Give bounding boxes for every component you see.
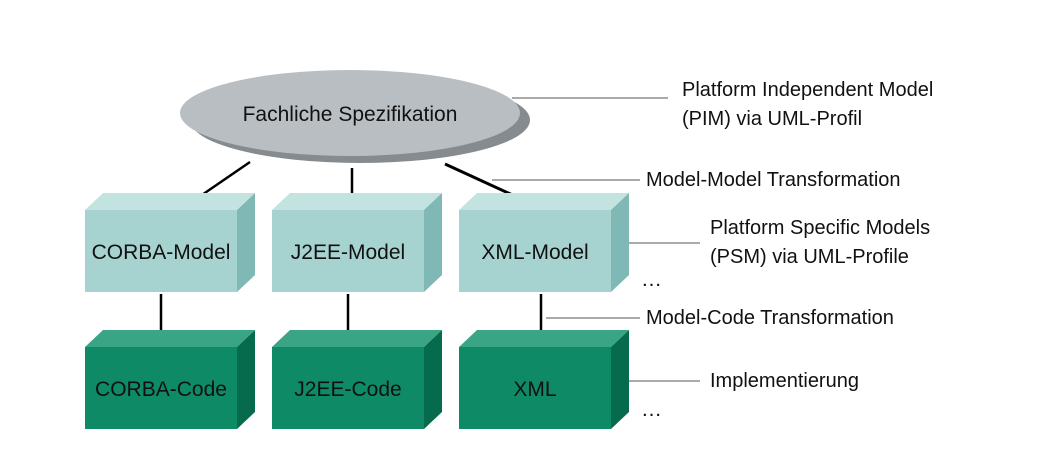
note-psm-line1: Platform Specific Models — [710, 217, 930, 239]
note-implementation: Implementierung — [710, 370, 859, 392]
model-box-xml: XML-Model — [459, 193, 629, 292]
note-model-code: Model-Code Transformation — [646, 307, 894, 329]
note-pim-line2: (PIM) via UML-Profil — [682, 108, 862, 130]
model-box-label: CORBA-Model — [92, 241, 231, 264]
pim-ellipse-body — [180, 70, 520, 156]
model-box-label: J2EE-Model — [291, 241, 405, 264]
model-box-corba: CORBA-Model — [85, 193, 255, 292]
pim-ellipse-label: Fachliche Spezifikation — [243, 103, 458, 126]
code-box-label: J2EE-Code — [294, 378, 401, 401]
model-box-label: XML-Model — [481, 241, 588, 264]
note-model-model: Model-Model Transformation — [646, 169, 901, 191]
pim-ellipse: Fachliche Spezifikation — [180, 70, 530, 163]
code-box-label: CORBA-Code — [95, 378, 227, 401]
note-pim-line1: Platform Independent Model — [682, 79, 933, 101]
model-box-j2ee: J2EE-Model — [272, 193, 442, 292]
note-psm-line2: (PSM) via UML-Profile — [710, 246, 909, 268]
code-box-label: XML — [513, 378, 556, 401]
code-box-xml: XML — [459, 330, 629, 429]
code-box-j2ee: J2EE-Code — [272, 330, 442, 429]
code-box-corba: CORBA-Code — [85, 330, 255, 429]
more-models-ellipsis: … — [641, 268, 662, 291]
more-code-ellipsis: … — [641, 398, 662, 421]
